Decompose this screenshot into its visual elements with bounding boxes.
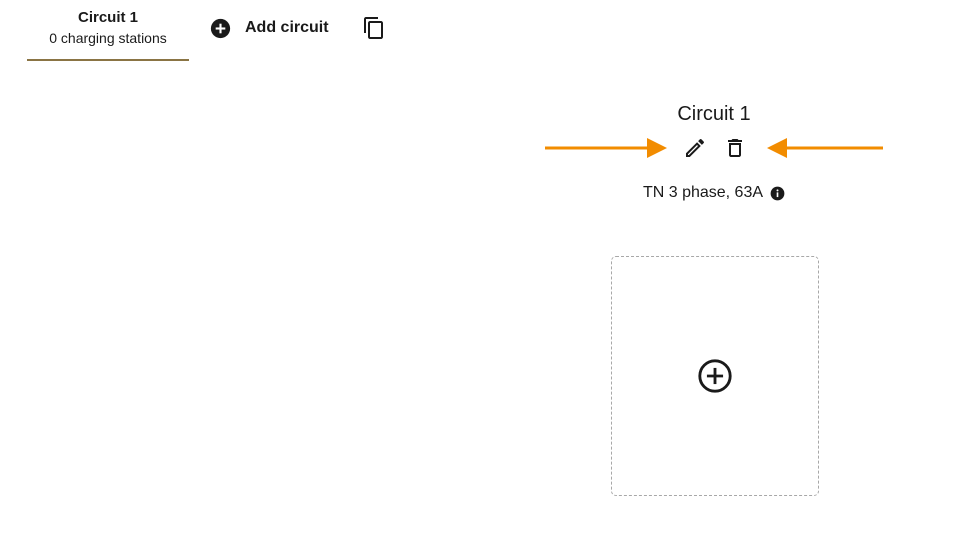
copy-circuit-button[interactable] — [362, 16, 386, 40]
annotation-arrow-right-icon — [545, 138, 667, 158]
delete-circuit-button[interactable] — [723, 136, 747, 160]
circuit-spec-text: TN 3 phase, 63A — [642, 184, 764, 201]
trash-icon — [728, 139, 742, 157]
tab-title: Circuit 1 — [77, 9, 138, 26]
pencil-icon — [686, 138, 705, 157]
annotation-arrow-left-icon — [767, 138, 883, 158]
copy-icon — [364, 17, 383, 39]
tab-subtitle: 0 charging stations — [49, 30, 167, 46]
circuit-spec: TN 3 phase, 63A — [614, 183, 814, 203]
tab-circuit-1[interactable]: Circuit 1 0 charging stations — [27, 0, 189, 61]
add-circuit-label: Add circuit — [245, 19, 329, 36]
info-icon[interactable] — [770, 186, 785, 201]
plus-circle-filled-icon — [210, 18, 231, 38]
add-circuit-button[interactable]: Add circuit — [210, 17, 329, 39]
circuit-name: Circuit 1 — [677, 103, 751, 125]
add-charging-station-card[interactable] — [611, 256, 819, 496]
edit-circuit-button[interactable] — [683, 136, 707, 160]
plus-circle-outline-icon — [698, 359, 732, 393]
